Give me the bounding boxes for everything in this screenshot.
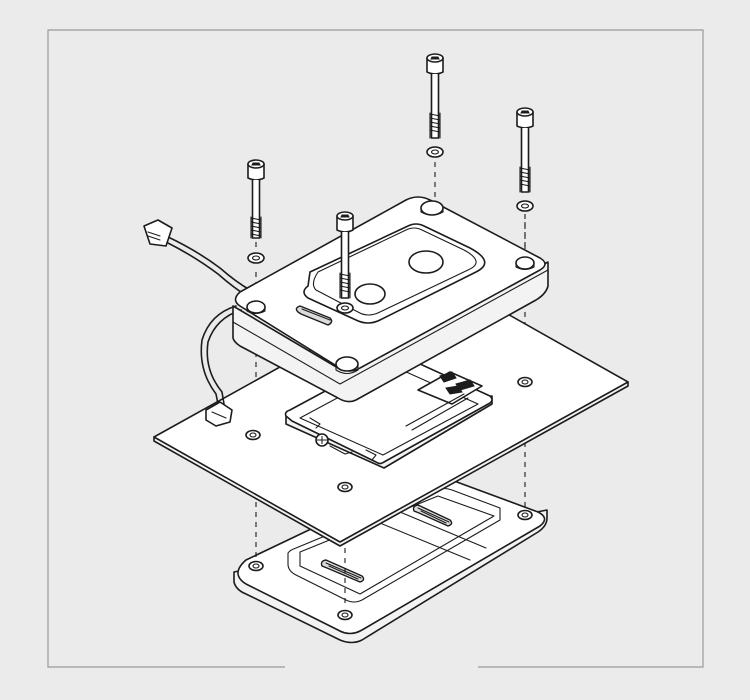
figure-frame xyxy=(47,29,704,668)
base-slot-right xyxy=(412,504,453,527)
washer xyxy=(247,252,265,264)
block-hole-back xyxy=(420,200,444,216)
block-hole-left xyxy=(246,300,266,315)
pcb-hole-front xyxy=(337,481,353,493)
cap-screw xyxy=(516,107,534,193)
cable-with-connectors xyxy=(143,219,251,427)
base-hole-left xyxy=(248,560,264,572)
cpu-module xyxy=(284,352,493,469)
cap-screw xyxy=(336,211,354,299)
cap-screw xyxy=(426,53,444,139)
cap-screw xyxy=(247,159,265,239)
block-slot xyxy=(295,305,333,326)
connector-top xyxy=(143,219,173,247)
base-hole-right xyxy=(517,509,533,521)
washer xyxy=(516,200,534,212)
connector-bottom xyxy=(205,401,233,427)
pcb-hole-right xyxy=(517,376,533,388)
boss-hole-large xyxy=(408,250,444,274)
block-hole-right xyxy=(515,256,535,271)
base-hole-front xyxy=(337,609,353,621)
washer xyxy=(336,302,354,314)
cpu-bolt xyxy=(315,433,329,447)
boss-hole-small xyxy=(354,283,386,305)
base-slot-left xyxy=(320,559,365,583)
washer xyxy=(426,146,444,158)
base-plate xyxy=(233,474,548,644)
pcb-hole-left xyxy=(245,429,261,441)
block-hole-front xyxy=(335,356,359,375)
